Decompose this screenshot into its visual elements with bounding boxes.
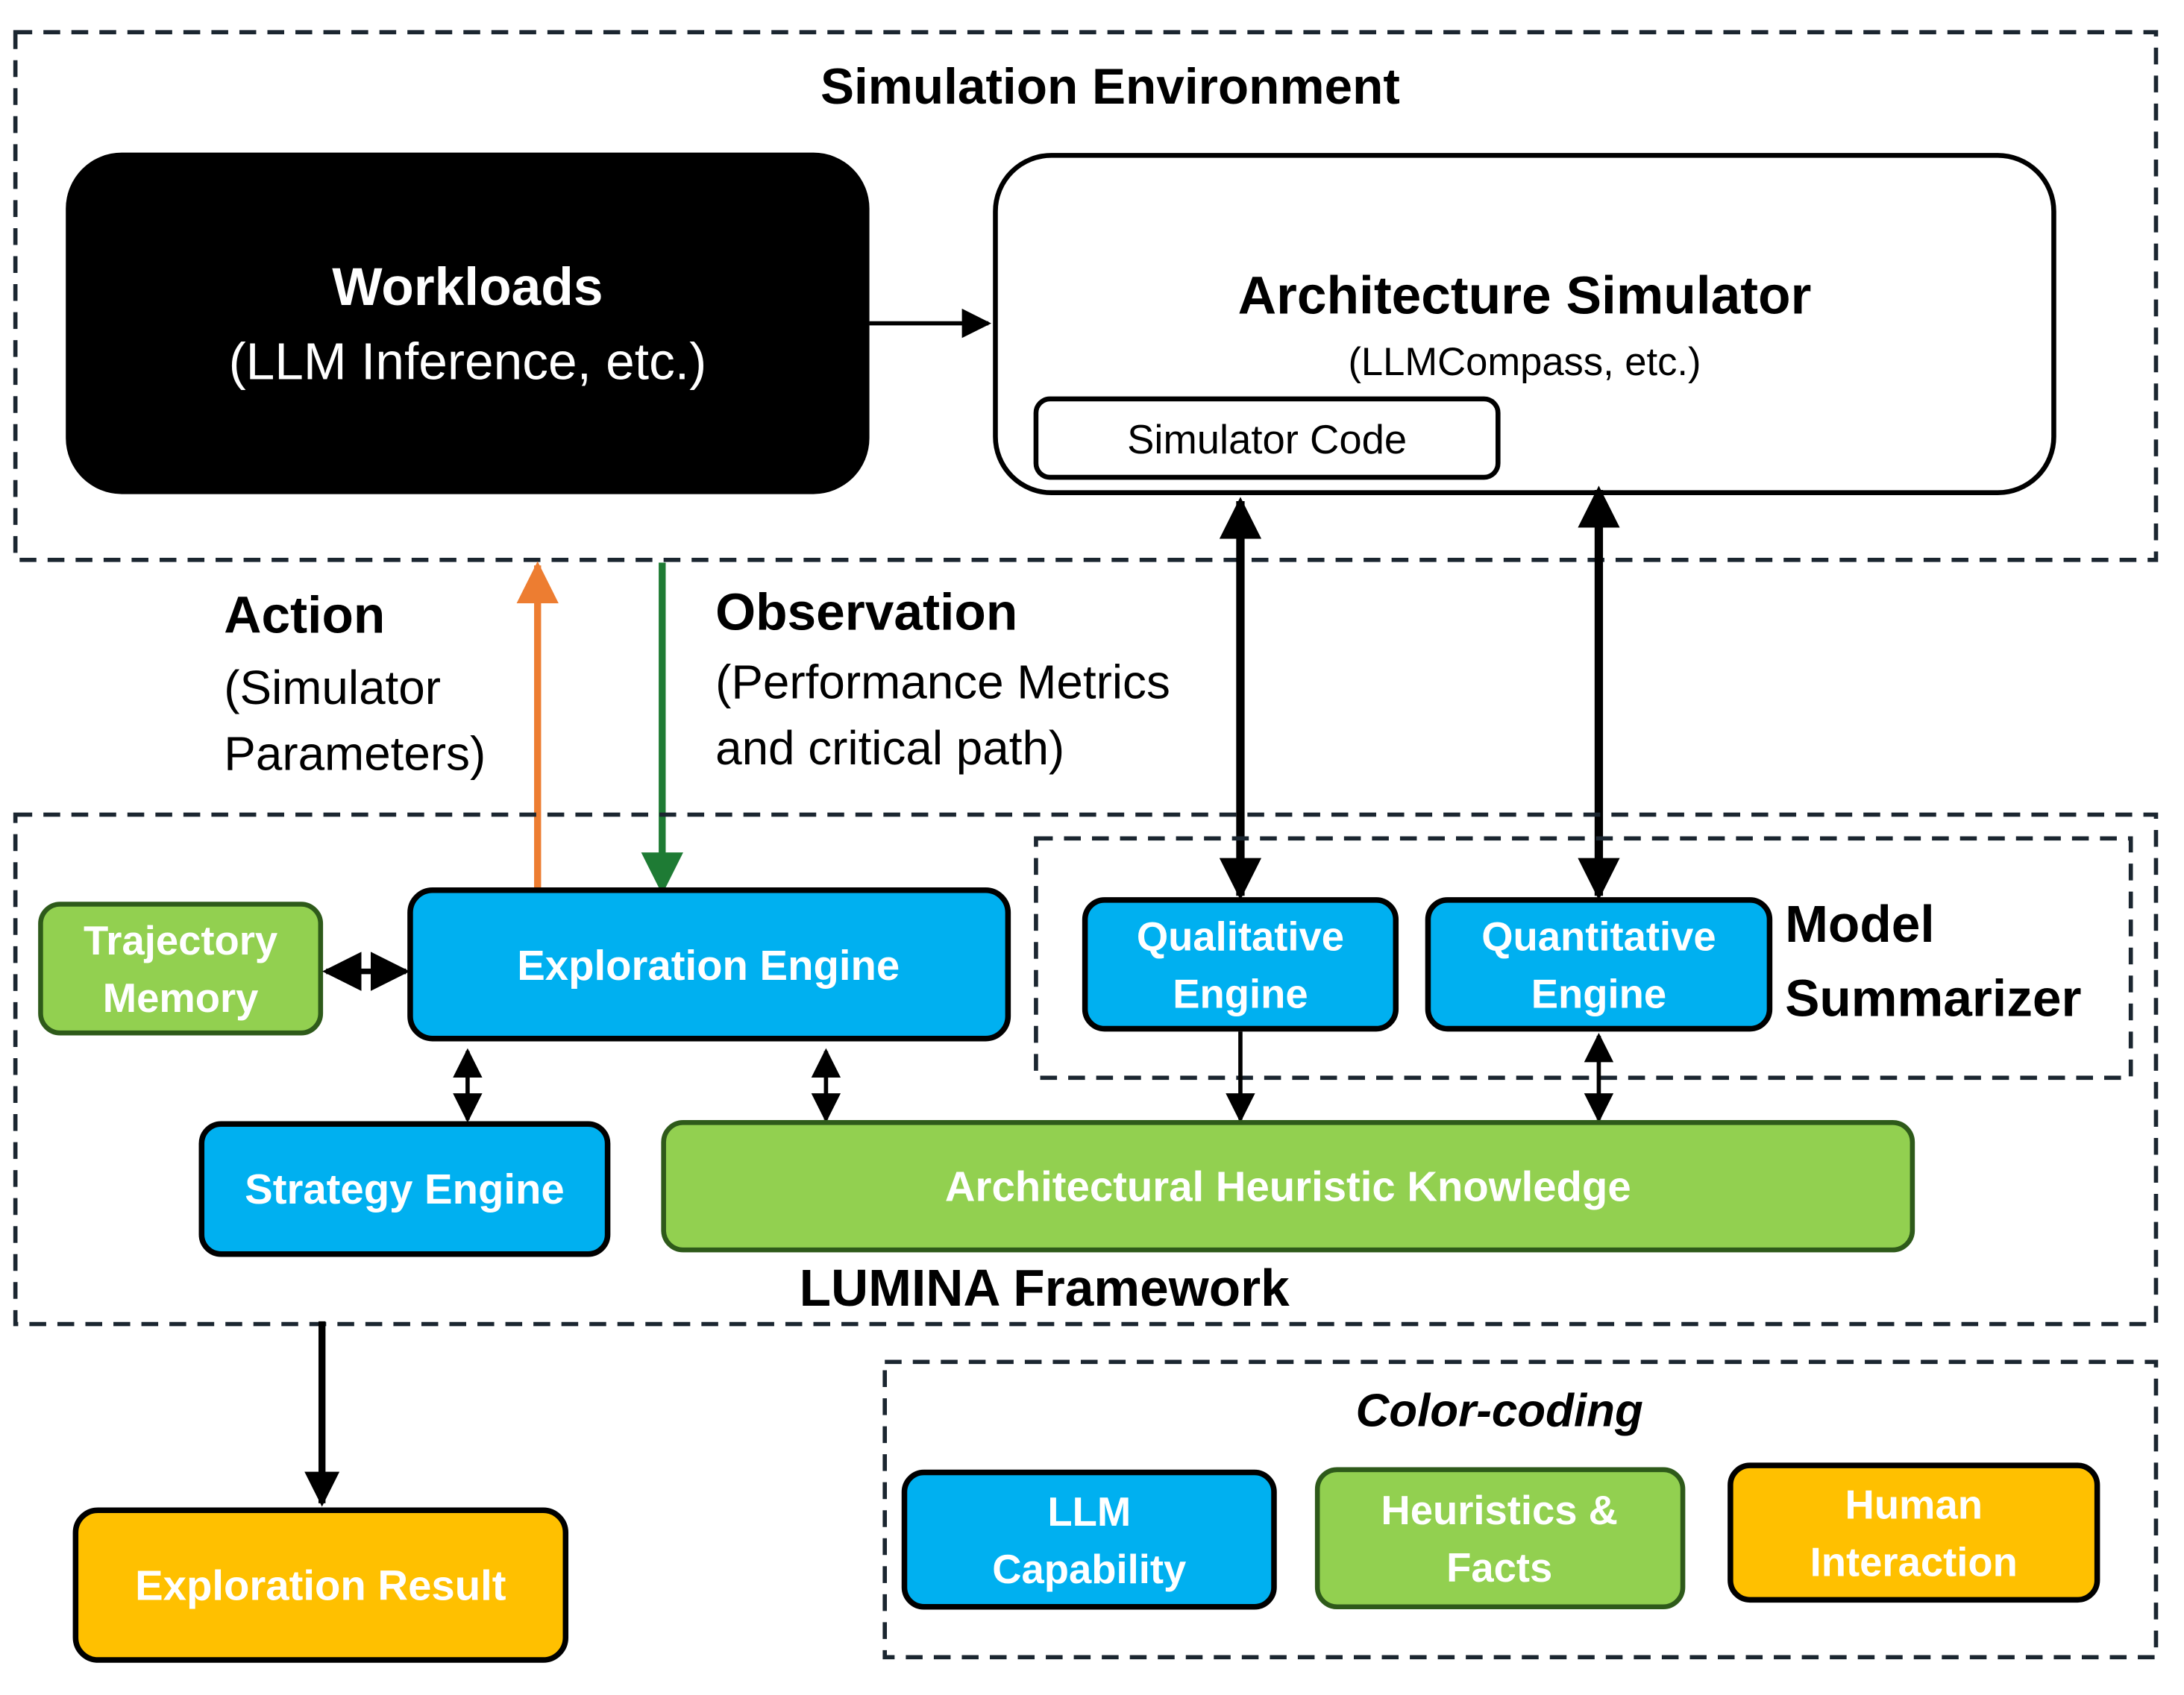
- observation-line1: (Performance Metrics: [715, 655, 1170, 709]
- exploration-engine-box[interactable]: Exploration Engine: [407, 887, 1011, 1042]
- workloads-box[interactable]: Workloads (LLM Inference, etc.): [66, 152, 870, 494]
- trajectory-memory-box[interactable]: Trajectory Memory: [38, 902, 324, 1036]
- trajectory-memory-line2: Memory: [103, 975, 259, 1021]
- simulator-code-label: Simulator Code: [1127, 417, 1407, 462]
- simulator-code-box[interactable]: Simulator Code: [1033, 396, 1501, 480]
- architecture-simulator-subtitle: (LLMCompass, etc.): [1348, 340, 1701, 384]
- quantitative-engine-line2: Engine: [1531, 971, 1666, 1016]
- workloads-title: Workloads: [332, 257, 603, 317]
- legend-heuristics-line1: Heuristics &: [1381, 1488, 1618, 1533]
- legend-llm-line1: LLM: [1047, 1489, 1131, 1535]
- action-line1: (Simulator: [224, 661, 441, 714]
- simulation-environment-title: Simulation Environment: [820, 59, 1400, 115]
- qualitative-engine-box[interactable]: Qualitative Engine: [1082, 897, 1399, 1032]
- trajectory-memory-line1: Trajectory: [84, 918, 277, 963]
- heuristic-knowledge-box[interactable]: Architectural Heuristic Knowledge: [661, 1120, 1915, 1253]
- exploration-engine-label: Exploration Engine: [517, 942, 900, 989]
- action-line2: Parameters): [224, 726, 486, 780]
- color-coding-title: Color-coding: [1356, 1386, 1643, 1437]
- strategy-engine-box[interactable]: Strategy Engine: [198, 1121, 611, 1257]
- model-summarizer-line1: Model: [1785, 895, 1935, 953]
- legend-heuristics-line2: Facts: [1446, 1545, 1552, 1591]
- quantitative-engine-box[interactable]: Quantitative Engine: [1425, 897, 1773, 1032]
- legend-human-line1: Human: [1845, 1482, 1983, 1527]
- observation-line2: and critical path): [715, 721, 1064, 775]
- quantitative-engine-line1: Quantitative: [1481, 913, 1716, 959]
- lumina-framework-title: LUMINA Framework: [800, 1259, 1290, 1317]
- qualitative-engine-line2: Engine: [1173, 971, 1308, 1016]
- legend-human-interaction: Human Interaction: [1728, 1462, 2100, 1603]
- action-title: Action: [224, 585, 385, 644]
- workloads-subtitle: (LLM Inference, etc.): [229, 333, 707, 391]
- exploration-result-box[interactable]: Exploration Result: [72, 1507, 569, 1663]
- lumina-framework-boundary: [13, 812, 2159, 1327]
- model-summarizer-boundary: [1034, 836, 2133, 1081]
- strategy-engine-label: Strategy Engine: [245, 1166, 565, 1213]
- model-summarizer-line2: Summarizer: [1785, 969, 2082, 1028]
- simulation-environment-boundary: [13, 30, 2159, 562]
- legend-llm-line2: Capability: [992, 1547, 1186, 1592]
- exploration-result-label: Exploration Result: [135, 1562, 506, 1608]
- observation-title: Observation: [715, 583, 1017, 641]
- architecture-simulator-title: Architecture Simulator: [1238, 265, 1812, 325]
- qualitative-engine-line1: Qualitative: [1137, 913, 1344, 959]
- legend-human-line2: Interaction: [1810, 1539, 2018, 1585]
- legend-llm-capability: LLM Capability: [901, 1469, 1277, 1610]
- heuristic-knowledge-label: Architectural Heuristic Knowledge: [945, 1163, 1631, 1210]
- legend-heuristics-facts: Heuristics & Facts: [1314, 1467, 1686, 1610]
